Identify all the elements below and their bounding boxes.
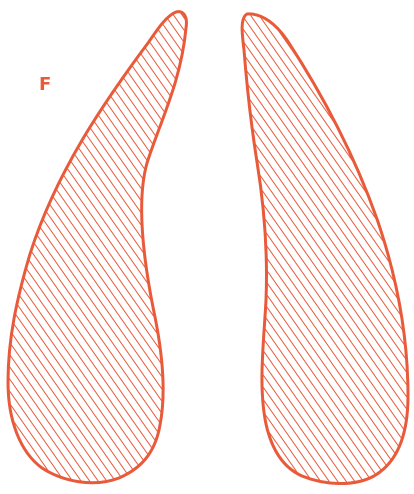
left-hatched-lobe	[8, 12, 186, 483]
right-hatched-lobe	[242, 14, 408, 484]
